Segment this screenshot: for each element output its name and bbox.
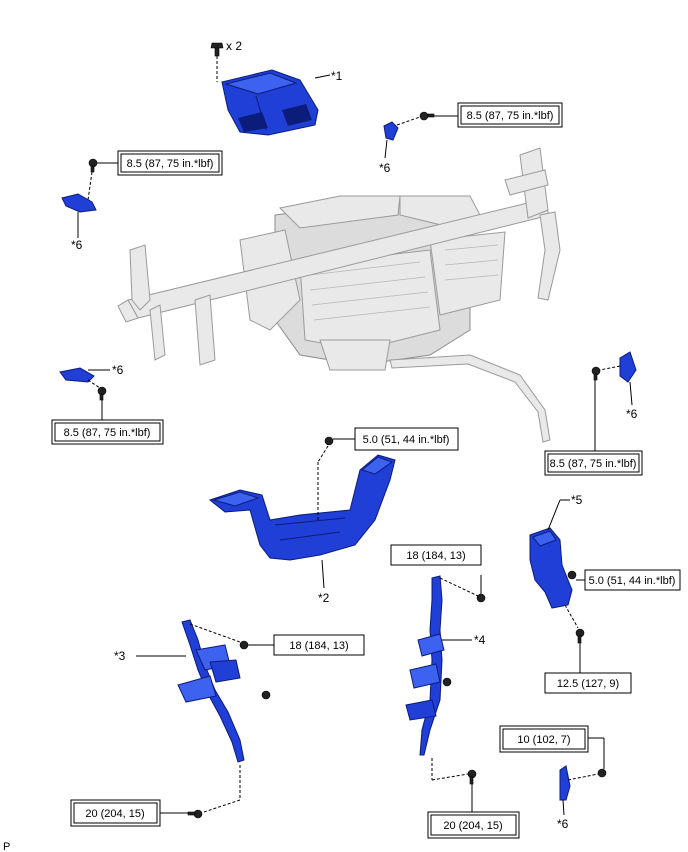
part-6-label-middle-right: *6 — [626, 407, 638, 421]
part-1-duct — [221, 69, 319, 136]
torque-callout-part-4-upper: 18 (184, 13) — [406, 550, 465, 562]
bolt-icon — [575, 628, 585, 644]
duct-bolt-icon — [210, 42, 224, 57]
bolt-icon — [442, 677, 452, 687]
torque-callout-upper-right: 8.5 (87, 75 in.*lbf) — [467, 110, 554, 122]
part-1-label: *1 — [331, 69, 343, 83]
torque-callout-part-3-upper: 18 (184, 13) — [289, 640, 348, 652]
bolt-quantity: x 2 — [226, 39, 242, 53]
instrument-panel-reinforcement-assembly — [117, 147, 561, 443]
part-4-brace — [405, 575, 445, 756]
part-3-brace — [177, 619, 245, 763]
part-6-label-upper-right: *6 — [379, 161, 391, 175]
part-6-label-middle-left: *6 — [112, 363, 124, 377]
bolt-icon — [239, 640, 249, 650]
torque-callout-middle-right: 8.5 (87, 75 in.*lbf) — [550, 458, 637, 470]
bolt-icon — [467, 769, 477, 785]
part-6-bracket-middle-right — [619, 351, 637, 383]
bolt-icon — [419, 111, 435, 121]
torque-callout-part-5-lower: 12.5 (127, 9) — [557, 678, 619, 690]
part-6-bracket-upper-left — [61, 193, 97, 213]
part-6-bracket-middle-left — [59, 367, 95, 383]
bolt-icon — [567, 570, 577, 580]
part-5-label: *5 — [571, 493, 583, 507]
part-2-label: *2 — [318, 591, 330, 605]
bolt-icon — [591, 366, 601, 381]
part-6-label-upper-left: *6 — [71, 238, 83, 252]
torque-callout-part-3-lower: 20 (204, 15) — [85, 808, 144, 820]
bolt-icon — [261, 690, 271, 700]
torque-callout-upper-left: 8.5 (87, 75 in.*lbf) — [127, 158, 214, 170]
part-4-label: *4 — [474, 633, 486, 647]
torque-callout-part-2: 5.0 (51, 44 in.*lbf) — [363, 434, 450, 446]
part-6-label-lower-right: *6 — [557, 817, 569, 831]
torque-callout-part-5-upper: 5.0 (51, 44 in.*lbf) — [589, 575, 676, 587]
part-3-label: *3 — [114, 649, 126, 663]
torque-callout-middle-left: 8.5 (87, 75 in.*lbf) — [64, 427, 151, 439]
bolt-icon — [187, 809, 203, 819]
part-6-bracket-upper-right — [383, 121, 399, 141]
bolt-icon — [97, 386, 107, 401]
bolt-icon — [324, 436, 334, 446]
torque-callout-lower-right: 10 (102, 7) — [517, 734, 570, 746]
bolt-icon — [88, 158, 98, 173]
illustration-corner-mark: P — [3, 841, 10, 852]
part-5-bracket — [529, 527, 573, 609]
part-6-bracket-lower-right — [559, 765, 571, 801]
bolt-icon — [476, 593, 486, 603]
bolt-icon — [597, 768, 607, 778]
torque-callout-part-4-lower: 20 (204, 15) — [443, 820, 502, 832]
part-2-bracket — [208, 454, 396, 561]
